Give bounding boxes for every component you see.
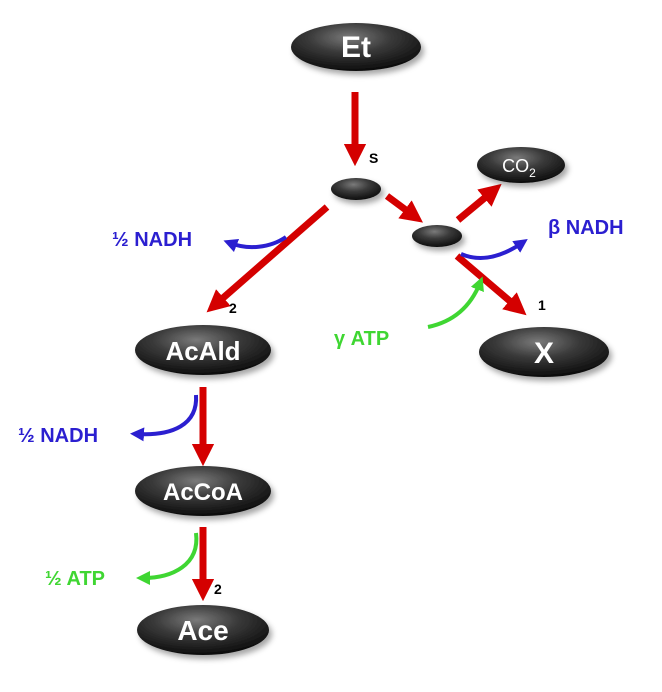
label-atp-half: ½ ATP [45, 568, 105, 590]
node-acald-label: AcAld [165, 336, 240, 366]
node-x-label: X [534, 337, 554, 370]
node-branch-point [331, 178, 381, 200]
node-ace-label: Ace [177, 615, 228, 646]
arrow-intermediate-to-x [454, 253, 527, 316]
node-et: Et [291, 23, 421, 71]
svg-text:CO2: CO2 [502, 156, 536, 180]
node-co2-label: CO [502, 156, 529, 176]
nadh-arrow-left-mid [130, 394, 199, 442]
label-nadh-left-top: ½ NADH [112, 229, 192, 251]
nadh-arrow-beta [460, 239, 528, 261]
label-nadh-beta: β NADH [548, 217, 624, 239]
arrow-intermediate-to-co2 [455, 183, 502, 223]
nadh-arrow-left-top [223, 235, 288, 253]
node-ace: Ace [137, 605, 269, 655]
node-acald: AcAld [135, 325, 271, 375]
node-intermediate [412, 225, 462, 247]
arrow-branch-to-intermediate [384, 193, 423, 223]
node-co2: CO2 [477, 147, 565, 183]
label-ace-stoich: 2 [214, 581, 222, 597]
nadh-arrows [130, 235, 528, 442]
label-acald-stoich: 2 [229, 300, 237, 316]
node-x: X [479, 327, 609, 377]
atp-arrow-half [136, 532, 199, 585]
node-accoa-label: AcCoA [163, 479, 243, 506]
label-s: S [369, 150, 378, 166]
node-co2-subscript: 2 [529, 166, 536, 180]
node-accoa: AcCoA [135, 466, 271, 516]
label-atp-gamma: γ ATP [334, 328, 389, 350]
label-nadh-left-mid: ½ NADH [18, 425, 98, 447]
node-et-label: Et [341, 31, 371, 64]
reaction-arrows [191, 92, 527, 602]
arrow-branch-to-acald [206, 204, 330, 313]
atp-arrow-gamma [427, 276, 484, 329]
label-x-stoich: 1 [538, 297, 546, 313]
atp-arrows [136, 276, 484, 585]
